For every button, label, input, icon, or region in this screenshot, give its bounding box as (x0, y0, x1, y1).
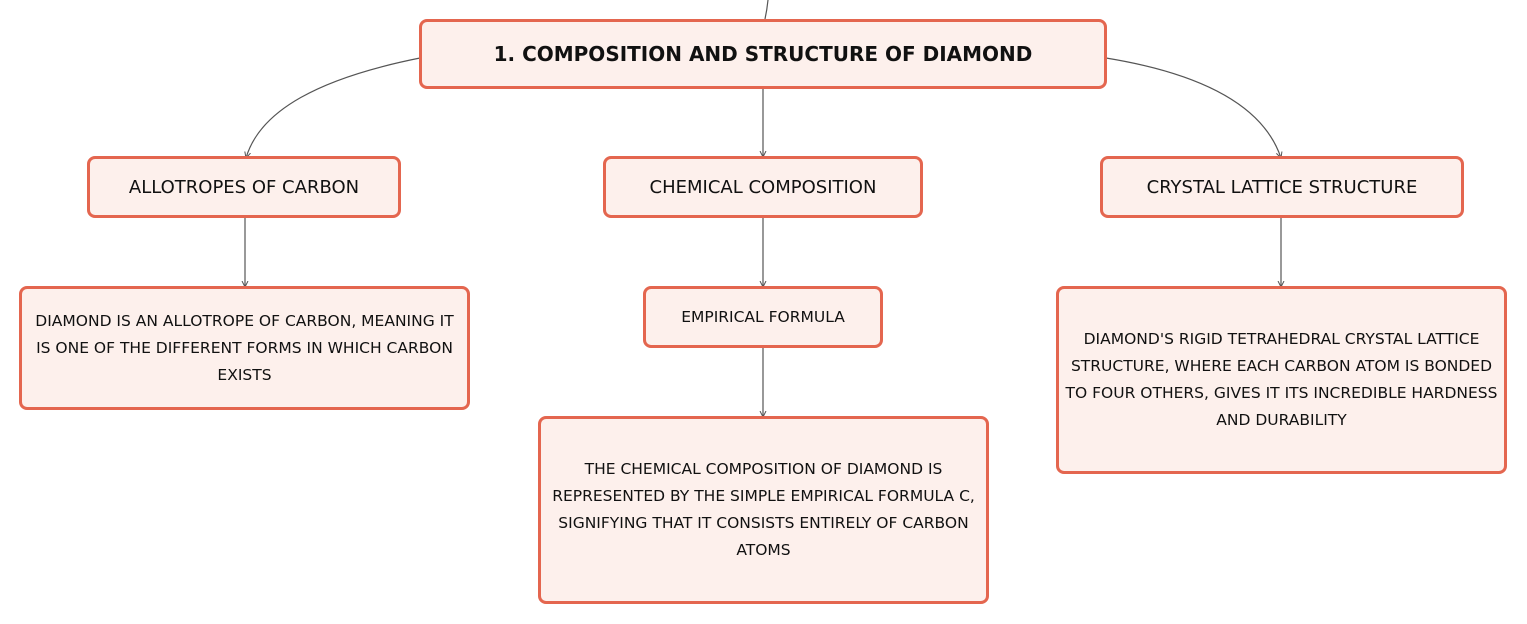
crystal-lattice-detail-text: DIAMOND'S RIGID TETRAHEDRAL CRYSTAL LATT… (1065, 330, 1498, 429)
edge-root-to-allotropes (246, 57, 421, 158)
allotropes-node[interactable]: ALLOTROPES OF CARBON (87, 156, 401, 218)
chemical-composition-node[interactable]: CHEMICAL COMPOSITION (603, 156, 923, 218)
allotropes-detail-node[interactable]: DIAMOND IS AN ALLOTROPE OF CARBON, MEANI… (19, 286, 470, 410)
allotropes-detail-text: DIAMOND IS AN ALLOTROPE OF CARBON, MEANI… (35, 311, 454, 384)
empirical-formula-node-label: EMPIRICAL FORMULA (681, 308, 845, 326)
empirical-formula-node[interactable]: EMPIRICAL FORMULA (643, 286, 883, 348)
crystal-lattice-node[interactable]: CRYSTAL LATTICE STRUCTURE (1100, 156, 1464, 218)
root-node-label: 1. COMPOSITION AND STRUCTURE OF DIAMOND (493, 42, 1033, 66)
chemical-composition-detail-node[interactable]: THE CHEMICAL COMPOSITION OF DIAMOND IS R… (538, 416, 989, 604)
chemical-composition-node-label: CHEMICAL COMPOSITION (649, 176, 877, 198)
crystal-lattice-node-label: CRYSTAL LATTICE STRUCTURE (1146, 176, 1418, 198)
allotropes-node-label: ALLOTROPES OF CARBON (128, 176, 360, 198)
crystal-lattice-detail-node[interactable]: DIAMOND'S RIGID TETRAHEDRAL CRYSTAL LATT… (1056, 286, 1507, 474)
edge-parent-to-root (764, 0, 769, 20)
chemical-composition-detail-text: THE CHEMICAL COMPOSITION OF DIAMOND IS R… (552, 460, 975, 559)
edge-root-to-lattice (1105, 57, 1281, 158)
root-node[interactable]: 1. COMPOSITION AND STRUCTURE OF DIAMOND (419, 19, 1107, 89)
